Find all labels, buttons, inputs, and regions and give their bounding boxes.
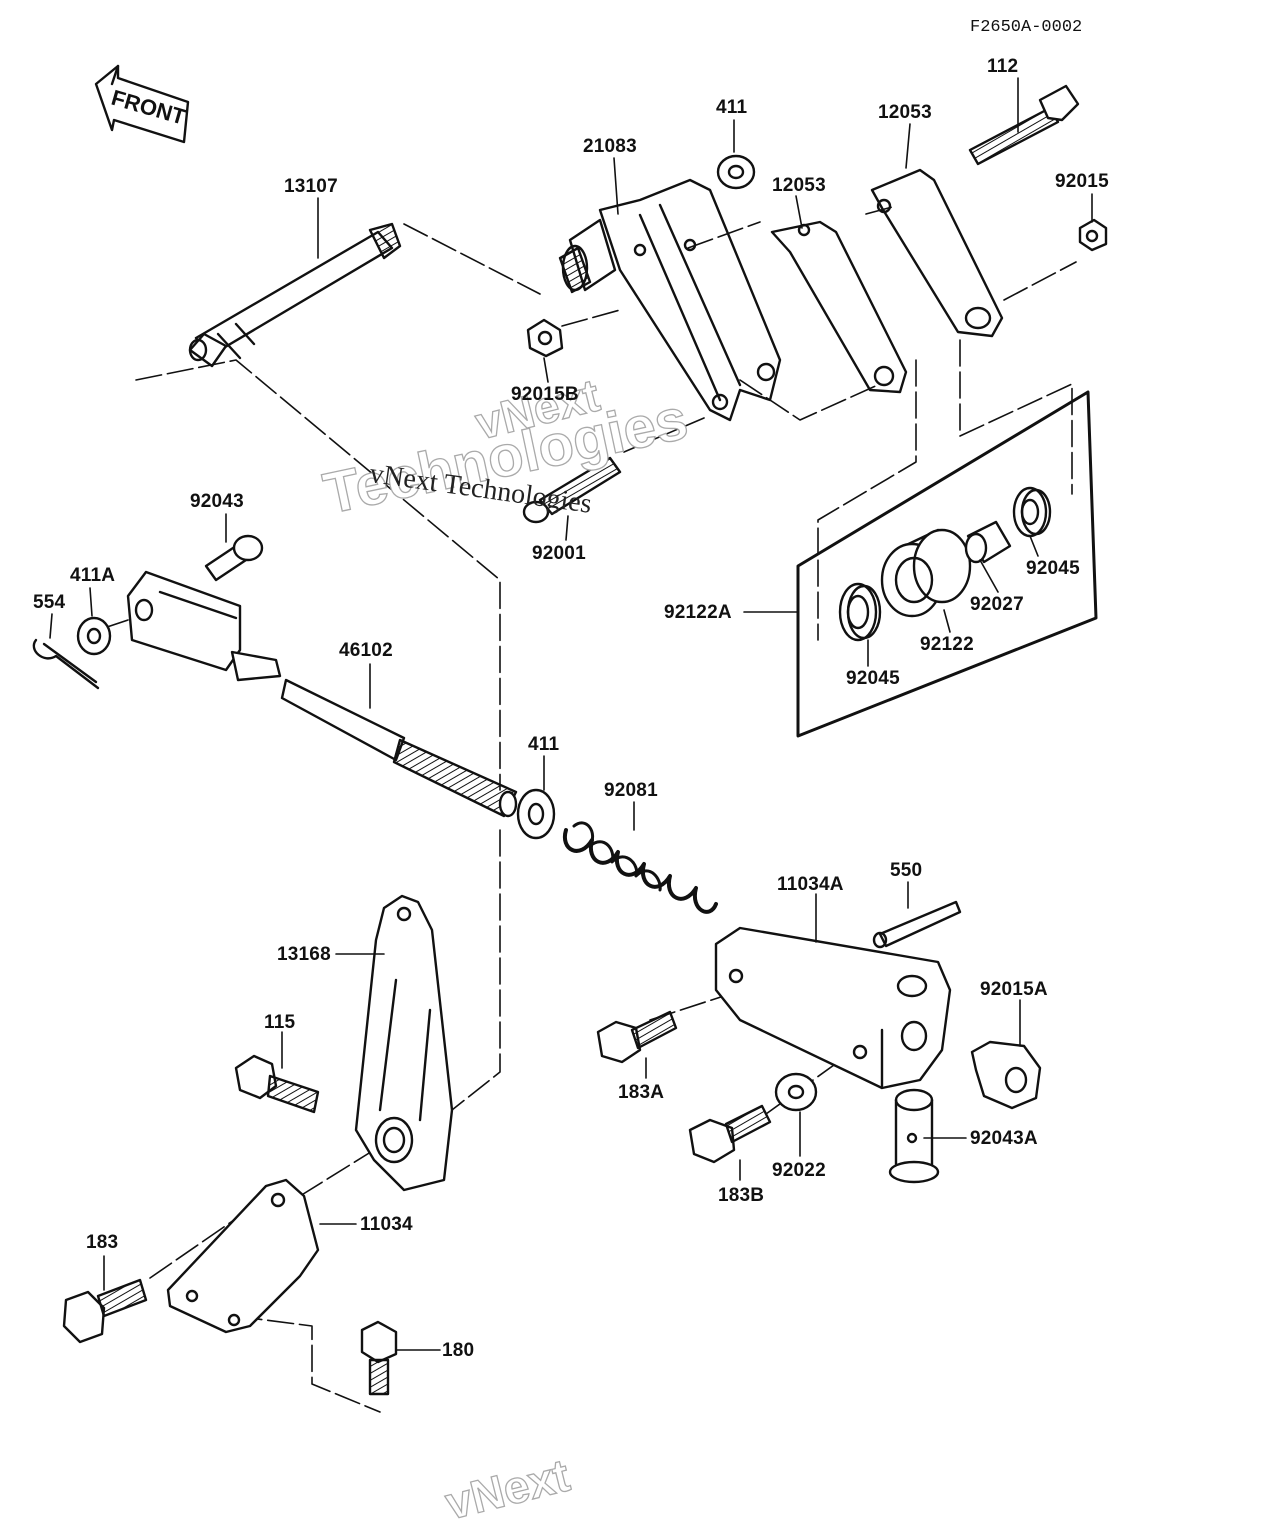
label-183B: 183B <box>718 1185 765 1206</box>
clip-554 <box>32 638 100 690</box>
washer-411-mid <box>516 788 556 840</box>
label-11034: 11034 <box>360 1214 413 1235</box>
callout-lines <box>49 77 1093 1351</box>
label-12053-b: 12053 <box>878 102 932 123</box>
spring-92081 <box>562 821 718 914</box>
label-112: 112 <box>987 56 1019 77</box>
label-11034A: 11034A <box>777 874 844 895</box>
label-92015: 92015 <box>1055 171 1109 192</box>
label-92022: 92022 <box>772 1160 826 1181</box>
label-92001: 92001 <box>532 543 586 564</box>
pin-92043 <box>204 534 264 582</box>
label-92015A: 92015A <box>980 979 1048 1000</box>
bracket-11034A <box>714 926 952 1090</box>
label-21083: 21083 <box>583 136 637 157</box>
label-92043: 92043 <box>190 491 244 512</box>
nut-92015A <box>970 1040 1042 1110</box>
label-554: 554 <box>33 592 66 613</box>
washer-92022 <box>774 1072 818 1112</box>
bolt-183B <box>688 1104 772 1164</box>
label-92122A: 92122A <box>664 602 732 623</box>
plate-12053-front <box>770 220 908 394</box>
label-183A: 183A <box>618 1082 665 1103</box>
cotter-pin-550 <box>872 900 962 949</box>
bolt-115 <box>234 1054 320 1114</box>
pin-92043A <box>888 1088 940 1184</box>
nut-92015 <box>1078 218 1108 252</box>
washer-411A <box>76 616 112 656</box>
nut-92015B <box>526 318 564 358</box>
bearing-kit-92122A <box>796 390 1098 738</box>
label-92081: 92081 <box>604 780 658 801</box>
bracket-11034 <box>166 1178 320 1334</box>
front-arrow-icon: FRONT <box>94 64 190 144</box>
bearing-92045-left <box>838 582 882 642</box>
label-92045-right: 92045 <box>1026 558 1080 579</box>
diagram-code: F2650A-0002 <box>970 18 1083 37</box>
label-92027: 92027 <box>970 594 1024 615</box>
washer-411-top <box>716 154 756 190</box>
bolt-112 <box>968 84 1080 166</box>
label-180: 180 <box>442 1340 475 1361</box>
label-411-top: 411 <box>716 97 748 118</box>
roller-92122 <box>880 528 972 618</box>
label-12053-a: 12053 <box>772 175 826 196</box>
bearing-92045-right <box>1012 486 1052 538</box>
label-92045-left: 92045 <box>846 668 900 689</box>
label-92043A: 92043A <box>970 1128 1038 1149</box>
bolt-180 <box>360 1320 398 1396</box>
bolt-183 <box>62 1278 148 1344</box>
label-183: 183 <box>86 1232 119 1253</box>
lever-13168 <box>354 894 454 1192</box>
label-13168: 13168 <box>277 944 331 965</box>
label-411A: 411A <box>70 565 116 586</box>
clevis-46102 <box>126 570 282 682</box>
rod-46102 <box>280 678 518 818</box>
collar-92027 <box>964 520 1012 564</box>
plate-12053-rear <box>870 168 1004 338</box>
shaft-13107 <box>188 222 402 368</box>
bolt-92001 <box>522 456 622 524</box>
arm-21083 <box>558 178 782 422</box>
label-92122: 92122 <box>920 634 974 655</box>
label-13107: 13107 <box>284 176 338 197</box>
label-115: 115 <box>264 1012 296 1033</box>
label-46102: 46102 <box>339 640 393 661</box>
label-550: 550 <box>890 860 923 881</box>
label-92015B: 92015B <box>511 384 579 405</box>
label-411-mid: 411 <box>528 734 560 755</box>
bolt-183A <box>596 1010 678 1064</box>
